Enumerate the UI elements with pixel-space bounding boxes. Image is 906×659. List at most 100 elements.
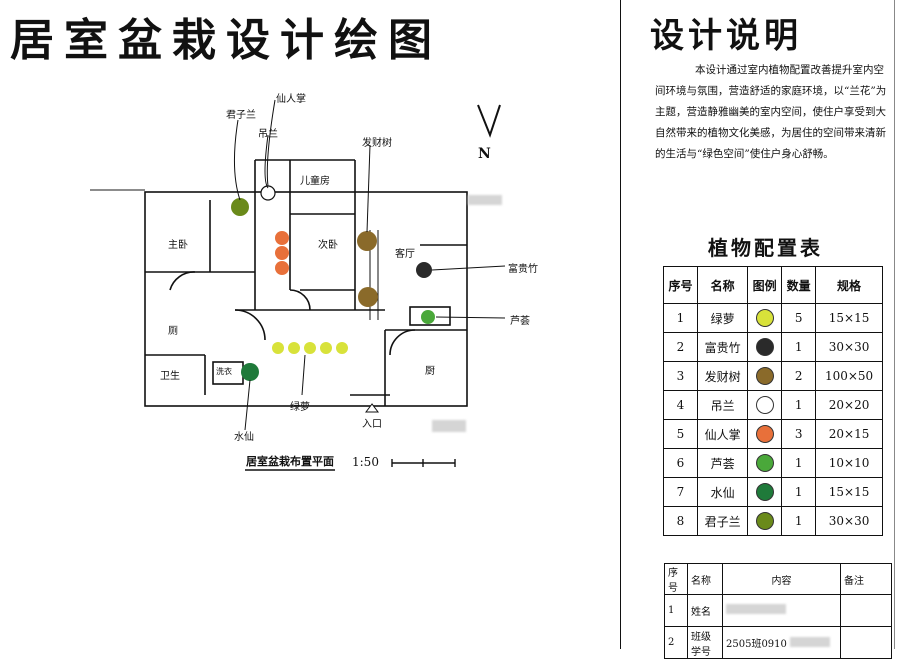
cell-no: 4 [663,390,698,420]
info-header-no: 序号 [664,563,688,595]
cell-legend [747,303,783,333]
cell-name: 仙人掌 [696,419,749,449]
cell-spec: 100×50 [815,361,883,391]
room-child: 儿童房 [300,176,330,187]
cell-legend [747,332,783,362]
plant-clivia [231,198,249,216]
cell-no: 5 [663,419,698,449]
sheet-edge [894,0,895,649]
drawing-title: 居室盆栽设计绘图 [10,15,442,66]
cell-legend [747,477,783,507]
legend-swatch-icon [755,425,774,443]
cell-qty: 3 [781,419,817,449]
cell-qty: 1 [781,477,817,507]
info-name: 姓名 [687,594,723,627]
table-row: 1 姓名 [664,594,892,627]
design-description: 本设计通过室内植物配置改善提升室内空间环境与氛围，营造舒适的家庭环境，以“兰花”… [655,64,887,160]
room-master: 主卧 [168,240,188,251]
room-bath2: 卫生 [160,371,180,382]
room-living: 客厅 [395,249,415,260]
header-spec: 规格 [815,266,883,304]
info-name: 班级学号 [687,626,723,659]
room-entrance: 入口 [362,419,382,430]
header-name: 名称 [696,266,749,304]
cell-spec: 10×10 [815,448,883,478]
cell-no: 7 [663,477,698,507]
legend-swatch-icon [755,396,774,414]
table-header-row: 序号 名称 图例 数量 规格 [663,266,883,304]
info-header-content: 内容 [722,563,841,595]
legend-swatch-icon [755,483,774,501]
header-legend: 图例 [747,266,783,304]
info-content: 2505班0910 [722,626,841,659]
cell-qty: 1 [781,506,817,536]
plant-money [357,231,378,307]
cell-no: 2 [663,332,698,362]
plan-scale: 1:50 [352,455,379,469]
cell-no: 8 [663,506,698,536]
label-aloe: 芦荟 [510,316,530,327]
cell-spec: 15×15 [815,303,883,333]
cell-legend [747,506,783,536]
header-no: 序号 [663,266,698,304]
cell-legend [747,361,783,391]
header-qty: 数量 [781,266,817,304]
cell-spec: 30×30 [815,506,883,536]
cell-no: 3 [663,361,698,391]
info-header-name: 名称 [687,563,723,595]
label-money: 发财树 [362,138,392,149]
sheet-divider [620,0,621,649]
info-table: 序号 名称 内容 备注 1 姓名 2 班级学号 2505班0910 [664,563,892,659]
cell-name: 芦荟 [696,448,749,478]
cell-spec: 20×15 [815,419,883,449]
plant-bamboo [416,262,432,278]
cell-name: 吊兰 [696,390,749,420]
cell-spec: 15×15 [815,477,883,507]
floor-plan [90,99,506,471]
design-notes-title: 设计说明 [650,16,802,56]
table [409,306,451,326]
room-second: 次卧 [318,240,338,251]
cell-spec: 20×20 [815,390,883,420]
plant-table-title: 植物配置表 [708,236,823,260]
label-pothos: 绿萝 [290,402,310,413]
redacted-mark [432,420,466,432]
info-content [722,594,841,627]
plant-spider [260,185,276,201]
plant-aloe [421,310,435,324]
cell-name: 水仙 [696,477,749,507]
table-row: 2 班级学号 2505班0910 [664,626,892,659]
room-kitchen: 厨 [425,366,435,377]
label-bamboo: 富贵竹 [508,264,538,275]
info-no: 1 [664,594,688,627]
label-narcissus: 水仙 [234,432,254,443]
cell-legend [747,448,783,478]
legend-swatch-icon [755,367,774,385]
legend-swatch-icon [755,454,774,472]
redacted-name [726,604,786,614]
cell-qty: 1 [781,332,817,362]
legend-swatch-icon [755,309,774,327]
cell-qty: 1 [781,448,817,478]
cell-name: 君子兰 [696,506,749,536]
cell-spec: 30×30 [815,332,883,362]
room-laundry: 洗衣 [216,367,232,376]
cell-legend [747,419,783,449]
info-header-row: 序号 名称 内容 备注 [664,563,892,595]
redacted-id [790,637,831,647]
legend-swatch-icon [755,512,774,530]
cell-no: 1 [663,303,698,333]
cell-qty: 2 [781,361,817,391]
outer-wall [144,191,468,407]
plan-caption: 居室盆栽布置平面 [246,455,334,468]
label-clivia: 君子兰 [226,110,256,121]
plant-pothos [272,342,348,354]
north-label: N [478,146,491,162]
plant-cactus [275,231,289,275]
